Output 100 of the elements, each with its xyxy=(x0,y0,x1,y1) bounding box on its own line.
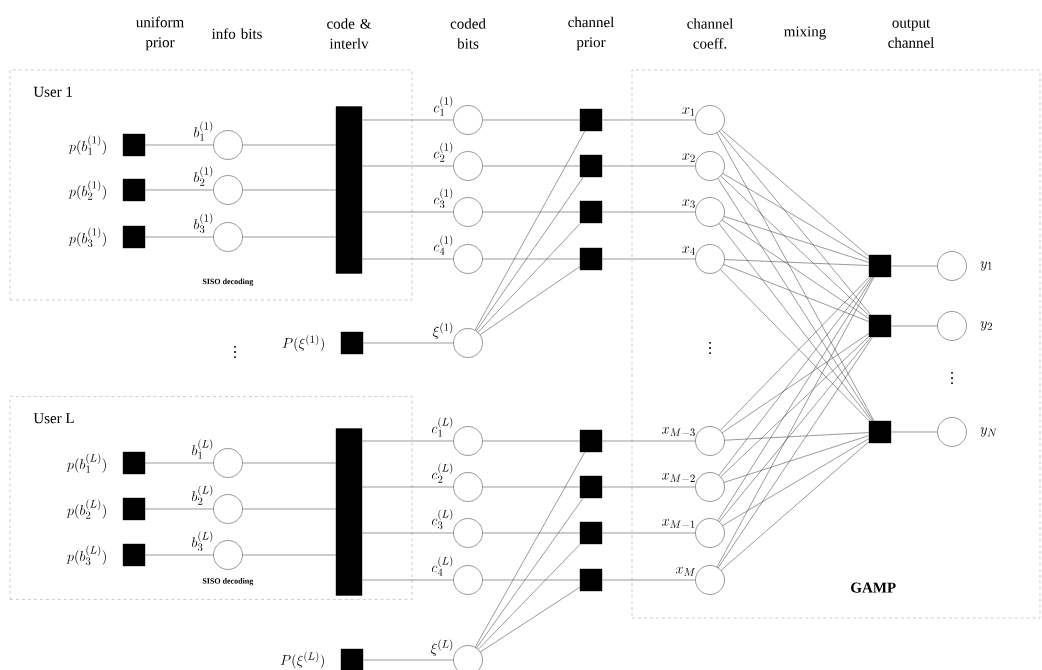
connector-line xyxy=(718,223,872,422)
group-caption: SISO decoding xyxy=(202,278,254,286)
variable-label: $b_3^{(1)}$ xyxy=(194,213,213,234)
variable-label: $\xi^{(L)}$ xyxy=(430,639,453,656)
factor-square xyxy=(868,254,892,278)
connector-line xyxy=(361,211,454,213)
variable-label: $x_{M-1}$ xyxy=(662,519,695,528)
variable-label: $b_3^{(L)}$ xyxy=(192,531,213,551)
variable-label: $x_{M-2}$ xyxy=(662,473,695,482)
group-title: User L xyxy=(33,413,74,424)
connector-line xyxy=(601,165,696,167)
connector-line xyxy=(716,132,875,422)
connector-line xyxy=(717,276,874,521)
ellipsis-dots: ⋮ xyxy=(709,341,711,355)
connector-line xyxy=(144,554,214,556)
connector-line xyxy=(722,438,870,526)
connector-line xyxy=(601,579,696,581)
connector-line xyxy=(723,216,870,263)
connector-line xyxy=(721,219,870,319)
factor-bar xyxy=(335,106,363,274)
connector-line xyxy=(478,543,581,650)
connector-line xyxy=(482,579,581,581)
factor-label: $p(b_2^{(1)})$ xyxy=(68,180,106,200)
variable-label: $b_1^{(L)}$ xyxy=(192,439,213,459)
group-title: User 1 xyxy=(33,86,72,97)
connector-line xyxy=(144,462,214,464)
column-heading: channel prior xyxy=(568,16,615,51)
variable-label: $x_1$ xyxy=(682,107,695,116)
ellipsis-dots: ⋮ xyxy=(234,345,236,359)
connector-line xyxy=(242,189,337,191)
variable-label: $\xi^{(1)}$ xyxy=(432,322,453,339)
factor-square xyxy=(579,568,603,592)
variable-label: $c_1^{(1)}$ xyxy=(433,96,453,116)
variable-label: $y_1$ xyxy=(980,261,992,271)
factor-label: $p(b_2^{(L)})$ xyxy=(66,499,106,519)
connector-line xyxy=(482,258,581,260)
factor-label: $P(\xi^{(L)})$ xyxy=(280,651,324,669)
factor-label: $p(b_3^{(1)})$ xyxy=(68,227,106,247)
connector-line xyxy=(720,441,870,571)
connector-line xyxy=(724,432,870,441)
variable-label: $c_2^{(1)}$ xyxy=(433,142,453,162)
factor-label: $p(b_1^{(1)})$ xyxy=(68,135,106,155)
connector-line xyxy=(601,119,696,121)
connector-line xyxy=(482,211,581,213)
column-heading: channel coeff. xyxy=(687,18,734,49)
connector-line xyxy=(601,258,696,260)
connector-line xyxy=(144,508,214,510)
factor-bar xyxy=(335,428,363,596)
connector-line xyxy=(361,119,454,121)
factor-label: $P(\xi^{(1)})$ xyxy=(282,334,324,352)
ellipsis-dots: ⋮ xyxy=(951,371,953,385)
connector-line xyxy=(890,431,938,433)
factor-square xyxy=(579,247,603,271)
connector-line xyxy=(361,532,454,534)
variable-label: $c_3^{(1)}$ xyxy=(433,188,453,209)
connector-line xyxy=(482,119,581,121)
connector-line xyxy=(361,579,454,581)
connector-line xyxy=(719,336,872,522)
connector-line xyxy=(361,440,454,442)
connector-line xyxy=(242,462,337,464)
connector-line xyxy=(476,497,584,649)
variable-label: $b_2^{(L)}$ xyxy=(192,485,213,505)
connector-line xyxy=(482,486,581,488)
column-heading: uniform prior xyxy=(136,16,184,51)
connector-line xyxy=(719,131,872,316)
column-heading: mixing xyxy=(784,26,826,40)
variable-label: $y_N$ xyxy=(980,427,997,437)
connector-line xyxy=(361,486,454,488)
variable-label: $b_2^{(1)}$ xyxy=(194,166,213,186)
variable-label: $x_3$ xyxy=(682,199,695,209)
connector-line xyxy=(601,532,696,534)
column-heading: output channel xyxy=(888,19,935,48)
connector-line xyxy=(242,144,337,146)
variable-label: $c_3^{(L)}$ xyxy=(431,509,453,529)
connector-line xyxy=(242,508,337,510)
connector-line xyxy=(479,266,581,335)
connector-line xyxy=(480,587,581,653)
factor-square xyxy=(868,314,892,338)
column-heading: coded bits xyxy=(450,18,486,49)
factor-square xyxy=(868,420,892,444)
connector-line xyxy=(717,336,873,568)
connector-line xyxy=(722,173,870,260)
factor-square xyxy=(579,108,603,132)
variable-label: $c_2^{(L)}$ xyxy=(431,463,453,483)
factor-label: $p(b_3^{(L)})$ xyxy=(66,545,106,565)
variable-label: $x_4$ xyxy=(682,246,695,255)
connector-line xyxy=(720,129,870,257)
connector-line xyxy=(717,178,874,422)
variable-label: $b_1^{(1)}$ xyxy=(194,121,213,141)
connector-line xyxy=(482,440,581,442)
connector-line xyxy=(601,211,696,213)
connector-line xyxy=(890,325,938,327)
connector-line xyxy=(242,554,337,556)
connector-line xyxy=(362,342,454,344)
connector-line xyxy=(144,189,214,191)
connector-line xyxy=(474,130,586,331)
column-heading: info bits xyxy=(211,28,262,39)
variable-label: $x_M$ xyxy=(675,566,695,576)
column-heading: code & interlv xyxy=(327,18,372,49)
factor-square xyxy=(579,475,603,499)
